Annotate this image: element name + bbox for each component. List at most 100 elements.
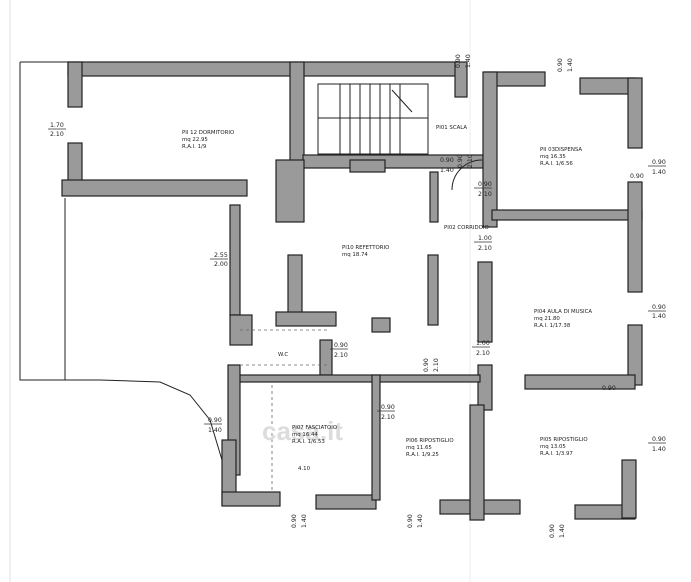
wall-dispensa-bottom [491, 209, 643, 221]
dim-bottom: 1.40 [301, 514, 308, 528]
dim-bottom: 2.10 [478, 245, 492, 252]
room-area: mq 13.05 [540, 444, 566, 450]
dim-top: 1.00 [478, 235, 492, 242]
dim-bottom: 2.10 [433, 358, 440, 372]
wall-wc-right [319, 339, 333, 376]
floor-note: 4.10 [298, 466, 311, 472]
room-area: mq 21.80 [534, 316, 560, 322]
dim-bottom: 1.40 [652, 446, 666, 453]
wall-ref-stub [371, 317, 391, 333]
wall-right-spine [482, 71, 498, 228]
dim-top: 0.90 [407, 514, 414, 528]
dim-top: 0.90 [478, 181, 492, 188]
wall-stair-niche [349, 159, 386, 173]
room-area: mq 22.95 [182, 137, 208, 143]
wall-top-stub [454, 61, 468, 98]
terrace-boundary [19, 62, 223, 461]
wall-dormitorio-bottom [61, 179, 248, 197]
dim-bottom: 1.40 [417, 514, 424, 528]
room-name: PI10 REFETTORIO [342, 245, 389, 251]
wall-ref-right [427, 254, 439, 326]
dim-bottom: 1.40 [652, 313, 666, 320]
dim-top: 1.70 [50, 122, 64, 129]
wall-lower-bottom-a [221, 491, 281, 507]
wall-refettorio-bottom [275, 311, 337, 327]
dim-top: 0.90 [440, 157, 454, 164]
dim-top: 1.00 [476, 340, 490, 347]
wall-ref-right-upper [429, 171, 439, 223]
dim-bottom: 2.10 [334, 352, 348, 359]
watermark: casa.it [262, 416, 343, 446]
room-area: mq 18.74 [342, 252, 368, 258]
room-name: PII 12 DORMITORIO [182, 130, 234, 136]
dim-top: 0.90 [602, 385, 616, 392]
wall-stair-bottom [302, 154, 484, 169]
walls [61, 61, 643, 521]
dim-top: 2.55 [214, 252, 228, 259]
wall-lower-divider [229, 374, 481, 383]
dim-bottom: 1.40 [465, 54, 472, 68]
dim-top: 0.90 [291, 514, 298, 528]
wall-dispensa-right [627, 77, 643, 149]
wall-fasc-ripost [371, 374, 381, 501]
dim-top: 0.90 [652, 304, 666, 311]
wall-lower-right [621, 459, 637, 519]
wall-top-right-b [579, 77, 636, 95]
staircase [317, 83, 429, 155]
wall-ripost-divider [469, 404, 485, 521]
room-name: PI04 AULA DI MUSICA [534, 309, 592, 315]
dim-top: 0.90 [455, 54, 462, 68]
room-labels: PII 12 DORMITORIO mq 22.95 R.A.I. 1/9 PI… [182, 125, 592, 472]
room-area: mq 11.65 [406, 445, 432, 451]
dim-bottom: 1.40 [567, 58, 574, 72]
dimension-labels-vertical: 0.90 1.40 0.90 1.40 0.90 2.10 0.90 2.10 … [291, 54, 644, 538]
dim-bottom: 2.10 [467, 154, 474, 168]
dim-bottom: 2.10 [50, 131, 64, 138]
room-rai: R.A.I. 1/17.38 [534, 323, 571, 329]
wall-top-left [67, 61, 459, 77]
dim-bottom: 1.40 [652, 169, 666, 176]
dim-bottom: 2.10 [381, 414, 395, 421]
dim-bottom: 1.40 [440, 167, 454, 174]
wall-corridor-left [229, 204, 241, 316]
door-swing [451, 159, 483, 191]
dim-top: 0.90 [557, 58, 564, 72]
wall-left-upper [67, 61, 83, 108]
dim-top: 0.90 [630, 173, 644, 180]
dim-bottom: 1.40 [559, 524, 566, 538]
room-name: PI07 FASCIATOIO [292, 425, 337, 431]
room-name: PI05 RIPOSTIGLIO [540, 437, 588, 443]
room-area: mq 16.35 [540, 154, 566, 160]
dim-top: 0.90 [334, 342, 348, 349]
dim-bottom: 1.40 [208, 427, 222, 434]
room-rai: R.A.I. 1/6.53 [292, 439, 325, 445]
dim-top: 0.90 [208, 417, 222, 424]
dim-top: 0.90 [652, 159, 666, 166]
dim-top: 0.90 [381, 404, 395, 411]
dim-bottom: 2.10 [478, 191, 492, 198]
dimension-labels: 1.70 2.10 0.90 1.40 0.90 1.40 0.90 2.10 … [48, 122, 666, 453]
room-rai: R.A.I. 1/6.56 [540, 161, 573, 167]
room-name: PII 03DISPENSA [540, 147, 582, 153]
wc-label: W.C [278, 352, 288, 358]
room-name: PI01 SCALA [436, 125, 467, 131]
wall-aula-bottom [524, 374, 636, 390]
room-name: PI06 RIPOSTIGLIO [406, 438, 454, 444]
wall-aula-left [477, 261, 493, 343]
dim-bottom: 2.10 [476, 350, 490, 357]
dim-bottom: 2.00 [214, 261, 228, 268]
room-rai: R.A.I. 1/3.97 [540, 451, 573, 457]
room-rai: R.A.I. 1/9.25 [406, 452, 439, 458]
dim-top: 0.90 [457, 154, 464, 168]
room-area: mq 16.44 [292, 432, 318, 438]
dim-top: 0.90 [549, 524, 556, 538]
wall-aula-right [627, 181, 643, 293]
wall-refettorio-left [275, 159, 305, 223]
room-name: PI02 CORRIDOIO [444, 225, 489, 231]
wall-lower-bottom-b [315, 494, 377, 510]
wall-refettorio-inner [287, 254, 303, 316]
wall-ripost-right [477, 364, 493, 411]
dim-top: 0.90 [423, 358, 430, 372]
room-rai: R.A.I. 1/9 [182, 144, 207, 150]
